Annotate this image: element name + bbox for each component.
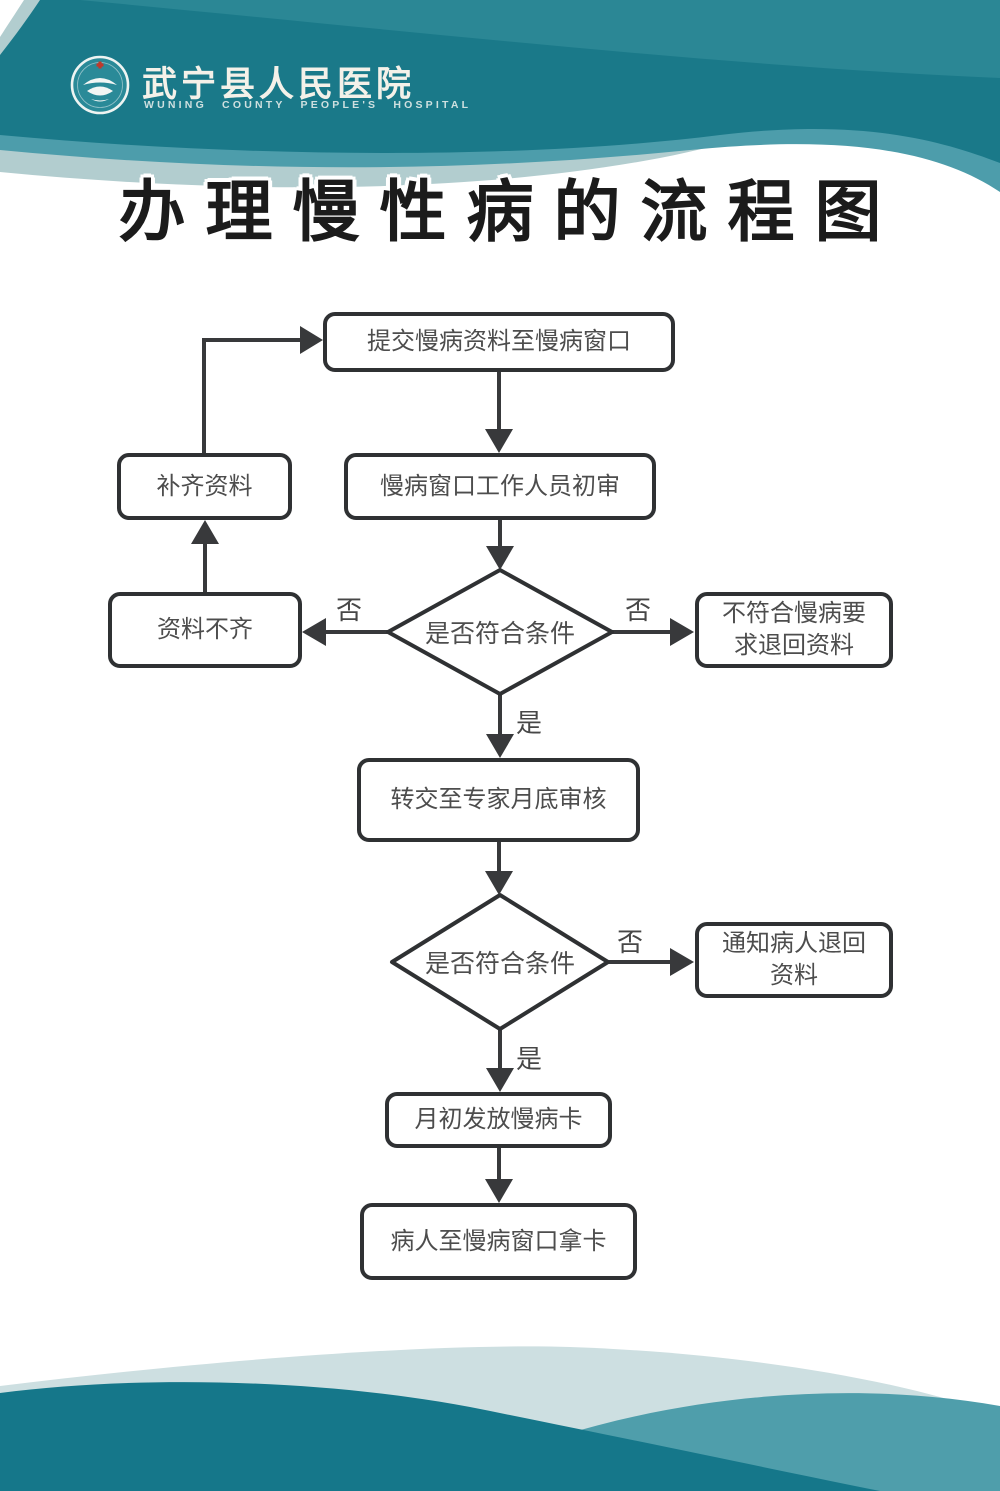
edge-label-no-left-1: 否 [336,595,363,625]
node-window-initial-review: 慢病窗口工作人员初审 [344,453,656,520]
node-check-conditions-1-label: 是否符合条件 [424,620,575,648]
bottom-wave-decoration [0,1346,1000,1491]
node-notify-patient-return: 通知病人退回资料 [695,922,893,998]
node-patient-get-card: 病人至慢病窗口拿卡 [360,1203,637,1280]
node-submit-materials: 提交慢病资料至慢病窗口 [323,312,675,372]
node-complete-materials: 补齐资料 [117,453,292,520]
hospital-name: 武宁县人民医院 [142,65,416,104]
node-issue-card-month-start: 月初发放慢病卡 [385,1092,612,1148]
hospital-header: 武宁县人民医院 WUNING COUNTY PEOPLE'S HOSPITAL [0,0,1000,140]
node-materials-incomplete: 资料不齐 [108,592,302,668]
edge-label-no-right-1: 否 [625,595,652,625]
hospital-logo-icon [70,55,130,115]
edge-label-no-right-2: 否 [617,927,644,957]
logo-dove-icon [83,78,117,102]
edge-label-yes-2: 是 [516,1044,543,1074]
node-expert-month-end-review: 转交至专家月底审核 [357,758,640,842]
node-not-qualified-return: 不符合慢病要求退回资料 [695,592,893,668]
page-title: 办理慢性病的流程图 [118,175,902,250]
logo-cross-icon [96,61,104,69]
node-check-conditions-2-label: 是否符合条件 [424,950,575,978]
hospital-name-en: WUNING COUNTY PEOPLE'S HOSPITAL [144,99,472,111]
edge-label-yes-1: 是 [516,708,543,738]
